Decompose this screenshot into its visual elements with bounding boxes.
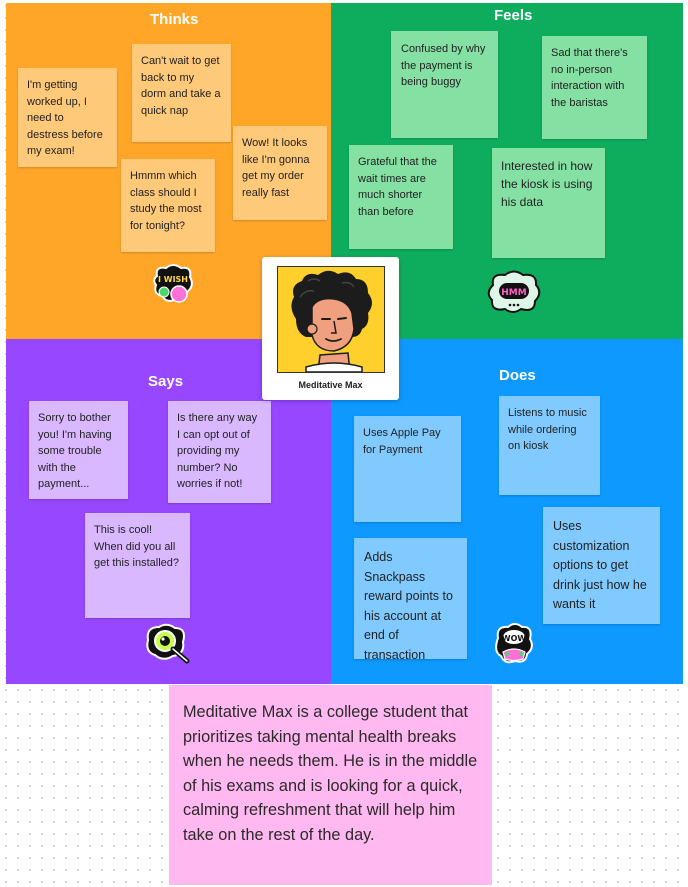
- thought-bubble-icon: I WISH: [153, 264, 193, 303]
- svg-text:I WISH: I WISH: [158, 275, 188, 284]
- sticky-note[interactable]: Is there any way I can opt out of provid…: [168, 401, 271, 503]
- sticky-note[interactable]: Adds Snackpass reward points to his acco…: [354, 538, 467, 662]
- sticky-note[interactable]: Hmmm which class should I study the most…: [121, 159, 215, 252]
- wow-sticker: WOW: [493, 622, 535, 666]
- feels-title: Feels: [494, 7, 533, 24]
- sticky-note[interactable]: This is cool! When did you all get this …: [85, 513, 190, 618]
- sticky-note[interactable]: Grateful that the wait times are much sh…: [349, 145, 453, 249]
- persona-card[interactable]: Meditative Max: [262, 257, 399, 400]
- magnifying-glass-icon: [146, 623, 190, 664]
- thinks-title: Thinks: [150, 11, 199, 28]
- sticky-note[interactable]: Uses customization options to get drink …: [543, 507, 660, 624]
- sticky-note[interactable]: Wow! It looks like I'm gonna get my orde…: [233, 126, 327, 220]
- sticky-note[interactable]: Can't wait to get back to my dorm and ta…: [132, 44, 231, 142]
- persona-description-note[interactable]: Meditative Max is a college student that…: [169, 685, 492, 885]
- sticky-note[interactable]: Confused by why the payment is being bug…: [391, 31, 498, 138]
- hmm-sticker: HMM: [485, 269, 543, 315]
- i-wish-sticker: I WISH: [151, 262, 195, 306]
- persona-portrait-icon: [278, 267, 384, 372]
- persona-name: Meditative Max: [298, 380, 363, 390]
- speech-cloud-icon: HMM: [487, 270, 541, 313]
- sticky-note[interactable]: I'm getting worked up, I need to destres…: [18, 68, 117, 167]
- wow-face-icon: WOW: [495, 623, 533, 664]
- sticky-note[interactable]: Uses Apple Pay for Payment: [354, 416, 461, 522]
- sticky-note[interactable]: Interested in how the kiosk is using his…: [492, 148, 605, 258]
- sticky-note[interactable]: Listens to music while ordering on kiosk: [499, 396, 600, 495]
- avatar: [277, 266, 385, 373]
- sticky-note[interactable]: Sad that there's no in-person interactio…: [542, 36, 647, 139]
- svg-text:WOW: WOW: [502, 634, 527, 643]
- magnifier-sticker: [143, 622, 193, 665]
- does-title: Does: [499, 367, 536, 384]
- sticky-note[interactable]: Sorry to bother you! I'm having some tro…: [29, 401, 128, 499]
- says-title: Says: [148, 373, 184, 390]
- svg-text:HMM: HMM: [501, 288, 526, 298]
